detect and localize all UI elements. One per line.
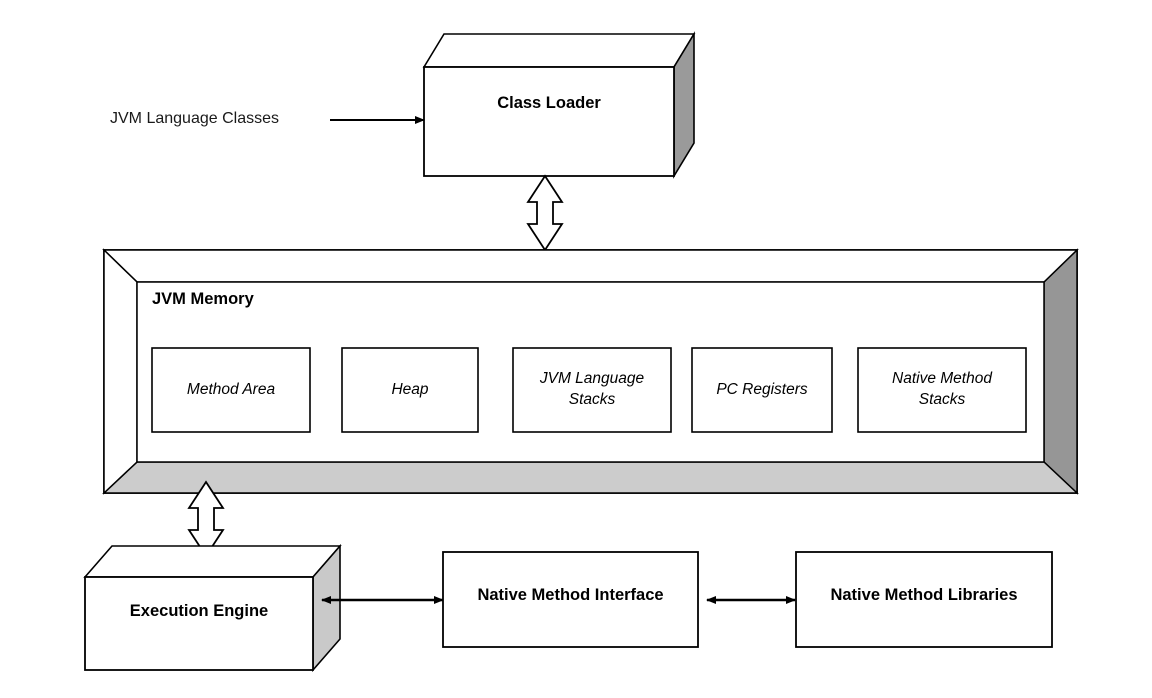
jvm-memory-bottom-band: [102, 461, 1079, 494]
class-loader-top-face: [422, 33, 696, 68]
jvm-memory-right-band: [1043, 248, 1078, 495]
native-method-interface-box[interactable]: [442, 551, 699, 648]
memory-region-jvm-language-stacks[interactable]: [512, 347, 672, 433]
jvm-memory-left-band: [103, 248, 138, 495]
jvm-memory-top-band: [102, 249, 1079, 283]
memory-region-native-method-stacks[interactable]: [857, 347, 1027, 433]
memory-region-pc-registers[interactable]: [691, 347, 833, 433]
execution-engine-front-face: [84, 576, 314, 671]
execution-engine-box[interactable]: [83, 543, 342, 673]
native-method-libraries-box[interactable]: [795, 551, 1053, 648]
class-loader-front-face: [423, 66, 675, 177]
memory-region-method-area[interactable]: [151, 347, 311, 433]
class-loader-box[interactable]: [422, 31, 696, 179]
memory-region-heap[interactable]: [341, 347, 479, 433]
execution-engine-top-face: [83, 545, 342, 578]
class-loader-to-jvm-memory-arrow: [526, 174, 564, 252]
